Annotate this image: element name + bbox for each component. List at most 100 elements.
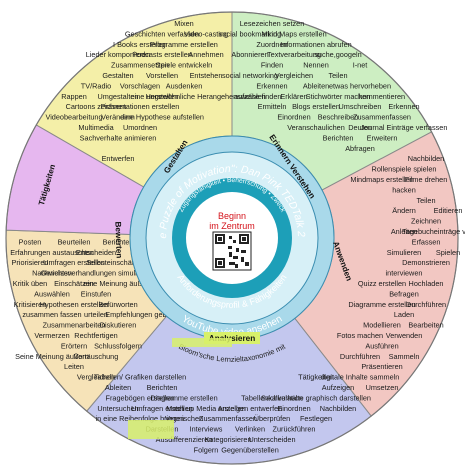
verb-analysieren: Sachverhalte graphisch darstellen: [261, 393, 371, 402]
verb-analysieren: Zusammenfassen: [199, 414, 257, 423]
verb-analysieren: Tabellenkalkulation: [241, 393, 303, 402]
verb-bewerten: Priorisieren: [12, 258, 49, 267]
verb-anwenden: Simulieren: [387, 248, 421, 257]
verb-anwenden: Editieren: [434, 206, 463, 215]
highlight-diagramme: [128, 420, 174, 439]
verb-bewerten: Vermerzen: [34, 331, 69, 340]
verb-anwenden: digitale Inhalte sammeln: [321, 373, 400, 382]
verb-gestalten: I Books erstellen: [113, 40, 167, 49]
outer-rim: [5, 11, 459, 465]
verb-anwenden: Anleiten: [391, 227, 417, 236]
verb-anwenden: Fotos machen: [337, 331, 383, 340]
verb-erinnern: Textverarbeitung: [267, 50, 321, 59]
verb-gestalten: Geschichten verfassen: [125, 29, 199, 38]
verb-analysieren: Anzeigen entwerfen: [218, 404, 283, 413]
verb-bewerten: Entscheiden: [76, 248, 116, 257]
verb-analysieren: Fragebögen erstellen: [106, 393, 175, 402]
verb-gestalten: Video-casting: [184, 29, 228, 38]
verb-bewerten: urteilen: [84, 310, 108, 319]
verb-analysieren: Vermischen: [165, 414, 203, 423]
verb-gestalten: Cartoons zeichnen: [66, 102, 127, 111]
verb-anwenden: Quizz erstellen: [358, 279, 406, 288]
verb-bewerten: eine Meinung äußern: [84, 279, 153, 288]
verb-anwenden: Hochladen: [409, 279, 444, 288]
verb-gestalten: Rappen: [61, 92, 87, 101]
verb-erinnern: aufzählen: [234, 92, 266, 101]
verb-bewerten: Umfragen erstellen: [43, 258, 105, 267]
verb-bewerten: Kritisieren: [14, 300, 46, 309]
verb-gestalten: Verändern: [101, 113, 135, 122]
verb-erinnern: Lesezeichen setzen: [240, 19, 305, 28]
verb-anwenden: Umsetzen: [366, 383, 399, 392]
verb-gestalten: Ausdenken: [166, 81, 203, 90]
verb-bewerten: Diskutieren: [100, 321, 137, 330]
verb-anwenden: Ändern: [392, 206, 416, 215]
verb-bewerten: Erörtern: [61, 341, 87, 350]
verb-analysieren: Diagramme erstellen: [150, 393, 217, 402]
verb-gestalten: Herstellen: [146, 92, 179, 101]
center-title-line1: Beginn: [218, 211, 246, 221]
verb-analysieren: Unterscheiden: [248, 435, 295, 444]
verb-gestalten: TV/Radio: [81, 81, 111, 90]
verb-gestalten: Umgestalten: [98, 92, 139, 101]
verb-analysieren: Interviews: [190, 425, 223, 434]
verb-erinnern: Einordnen: [277, 113, 310, 122]
verb-gestalten: Annehmen: [188, 50, 223, 59]
verb-erinnern: Vergleichen: [275, 71, 313, 80]
verb-anwenden: interviewen: [386, 269, 423, 278]
verb-gestalten: Spiele entwickeln: [156, 61, 212, 70]
verb-gestalten: Präsentationen erstellen: [101, 102, 180, 111]
verb-anwenden: Verwenden: [386, 331, 423, 340]
verb-erinnern: Finden: [261, 61, 283, 70]
verb-bewerten: Empfehlungen geben: [105, 310, 174, 319]
verb-analysieren: Berichten: [147, 383, 178, 392]
verb-analysieren: Untersuchen: [97, 404, 138, 413]
verb-erinnern: Nennen: [303, 61, 329, 70]
verb-gestalten: Podcasts erstellen: [132, 50, 192, 59]
verb-anwenden: Diagramme erstellen: [348, 300, 415, 309]
verb-erinnern: Umschreiben: [339, 102, 382, 111]
verb-gestalten: Programme erstellen: [150, 40, 218, 49]
verb-bewerten: Vergleichen: [77, 373, 115, 382]
verb-analysieren: Festlegen: [300, 414, 332, 423]
verb-analysieren: Kategorisieren: [204, 435, 251, 444]
verb-anwenden: Zeichnen: [411, 217, 441, 226]
verb-gestalten: Zusammensetzen: [111, 61, 169, 70]
verb-anwenden: Sammeln: [389, 352, 420, 361]
verb-anwenden: Tagebucheinträge verfassen: [402, 227, 465, 236]
center-title-line2: im Zentrum: [209, 221, 255, 231]
verb-anwenden: Ausführen: [365, 341, 398, 350]
verb-erinnern: Zusammenfassen: [353, 113, 411, 122]
verb-anwenden: Befragen: [389, 289, 419, 298]
verb-gestalten: Umordnen: [123, 123, 157, 132]
highlight-gegenueber: [172, 338, 232, 347]
verb-erinnern: Erklären: [280, 92, 307, 101]
verb-anwenden: Laden: [394, 310, 414, 319]
verb-analysieren: Ausdifferenzieren: [156, 435, 213, 444]
verb-bewerten: Einstufen: [81, 289, 111, 298]
verb-anwenden: Rollenspiele spielen: [372, 165, 437, 174]
verb-bewerten: Einschätzen: [54, 279, 94, 288]
verb-erinnern: Abonnieren: [231, 50, 268, 59]
verb-erinnern: Informationen abrufen: [280, 40, 351, 49]
verb-gestalten: Entstehen: [190, 71, 223, 80]
verb-analysieren: Einordnen: [277, 404, 310, 413]
verb-erinnern: Journal Einträge verfassen: [361, 123, 448, 132]
verb-analysieren: Verlinken: [235, 425, 265, 434]
verb-analysieren: Aufzeigen: [322, 383, 354, 392]
verb-anwenden: Durchführen: [340, 352, 380, 361]
verb-anwenden: Nachbilden: [408, 154, 445, 163]
verb-bewerten: Schlussfolgern: [94, 341, 142, 350]
verb-bewerten: Zusammenarbeiten: [43, 321, 106, 330]
verb-bewerten: Rechtfertigen: [74, 331, 117, 340]
verb-gestalten: Gestalten: [102, 71, 133, 80]
verb-erinnern: Erkennen: [256, 81, 287, 90]
verb-erinnern: Teilen: [328, 71, 347, 80]
verb-gestalten: Sachverhalte animieren: [80, 133, 157, 142]
category-label-bewerten: Bewerten: [113, 221, 123, 258]
verb-bewerten: zusammen fassen: [22, 310, 81, 319]
verb-gestalten: Videobearbeitung: [45, 113, 102, 122]
verb-bewerten: Kritik üben: [13, 279, 47, 288]
